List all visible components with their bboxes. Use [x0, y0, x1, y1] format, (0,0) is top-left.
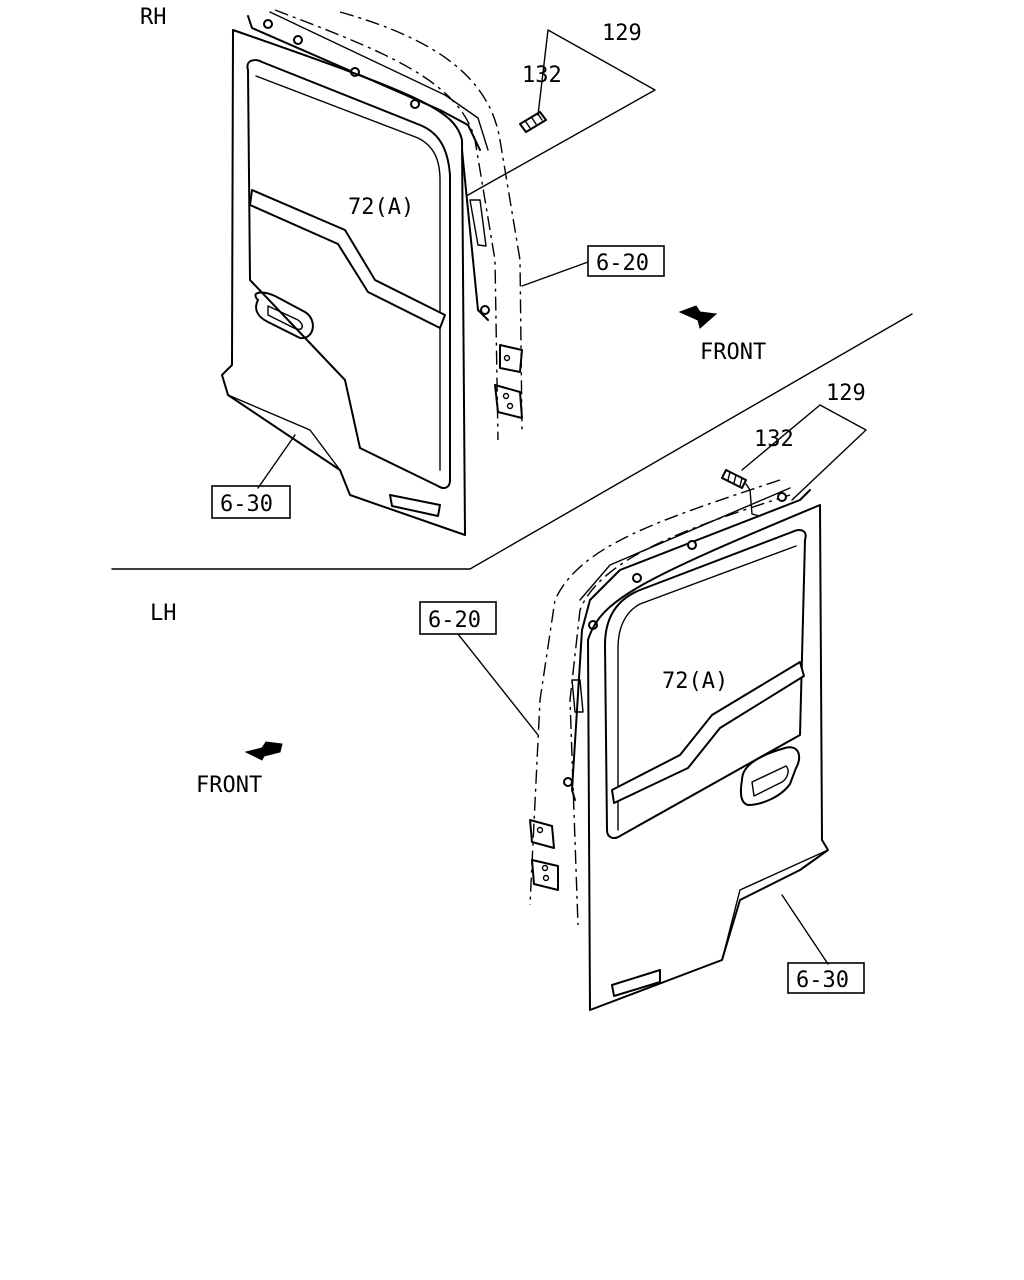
clip-icon	[563, 777, 573, 787]
lh-door-outer	[587, 504, 829, 1011]
lh-window-frame-inner	[617, 545, 797, 831]
lh-door-handle-icon	[739, 746, 801, 806]
lh-ref-box-6-20	[419, 601, 497, 635]
rh-door-outer	[221, 29, 466, 536]
rh-leader-129	[467, 29, 656, 196]
rh-window-frame-inner	[255, 75, 441, 471]
rh-body-outline-inner	[274, 9, 499, 441]
lh-front-label: FRONT	[196, 773, 262, 798]
clip-icon	[410, 99, 420, 109]
clip-icon	[777, 492, 787, 502]
rh-rail-clips	[263, 19, 490, 315]
rh-edge-trim-inner	[469, 199, 487, 247]
lh-section: LH	[150, 381, 867, 1011]
clip-icon	[687, 540, 697, 550]
rh-side-label: RH	[140, 5, 167, 30]
rh-ref-6-20: 6-20	[596, 251, 649, 276]
lh-body-outline	[529, 479, 781, 906]
lh-edge-trim	[571, 629, 583, 801]
rh-top-rail	[247, 15, 481, 151]
lh-leader-129	[741, 404, 867, 501]
rh-leader-6-20	[521, 261, 589, 287]
rh-ref-box-6-30	[211, 485, 291, 519]
lh-ref-6-20: 6-20	[428, 608, 481, 633]
clip-icon	[263, 19, 273, 29]
lh-ref-6-30: 6-30	[796, 968, 849, 993]
lh-body-outline-inner	[569, 494, 791, 926]
lh-ref-box-6-30	[787, 962, 865, 994]
lh-front-arrow-icon	[244, 741, 283, 761]
lh-leader-6-20	[457, 633, 539, 736]
lh-edge-trim-inner	[571, 679, 584, 713]
lh-callout-132: 132	[754, 427, 794, 452]
rh-bolt-132-icon	[519, 111, 547, 133]
rh-body-outline	[339, 11, 523, 431]
rh-callout-132: 132	[522, 63, 562, 88]
rh-window-frame	[246, 59, 451, 489]
section-divider	[111, 313, 913, 570]
rh-callout-129: 129	[602, 21, 642, 46]
rh-ref-6-30: 6-30	[220, 492, 273, 517]
lh-lower-crease	[721, 849, 829, 961]
rh-reflector-icon	[389, 494, 441, 517]
rh-ref-box-6-20	[587, 245, 665, 277]
rh-front-arrow-icon	[678, 305, 718, 329]
lh-top-rail-inner	[579, 487, 791, 601]
lh-window-frame	[604, 529, 807, 839]
lh-callout-129: 129	[826, 381, 866, 406]
rh-hinge-icon	[494, 344, 523, 419]
lh-leader-6-30	[781, 894, 829, 965]
rh-leader-6-30	[257, 434, 296, 489]
lh-molding-strip	[611, 661, 805, 804]
lh-callout-72a: 72(A)	[662, 669, 728, 694]
rh-section: RH	[140, 5, 766, 536]
lh-bolt-132-icon	[721, 469, 761, 517]
lh-top-rail	[581, 489, 811, 631]
clip-icon	[480, 305, 490, 315]
rh-door-handle-icon	[254, 291, 314, 340]
clip-icon	[632, 573, 642, 583]
lh-hinge-icon	[529, 819, 559, 891]
rh-edge-trim	[461, 149, 489, 321]
clip-icon	[293, 35, 303, 45]
rh-callout-72a: 72(A)	[348, 195, 414, 220]
lh-side-label: LH	[150, 601, 177, 626]
rh-molding-strip	[249, 189, 446, 329]
rh-front-label: FRONT	[700, 340, 766, 365]
rh-lower-crease	[227, 394, 341, 471]
lh-reflector-icon	[611, 969, 661, 997]
rh-top-rail-inner	[269, 11, 489, 151]
